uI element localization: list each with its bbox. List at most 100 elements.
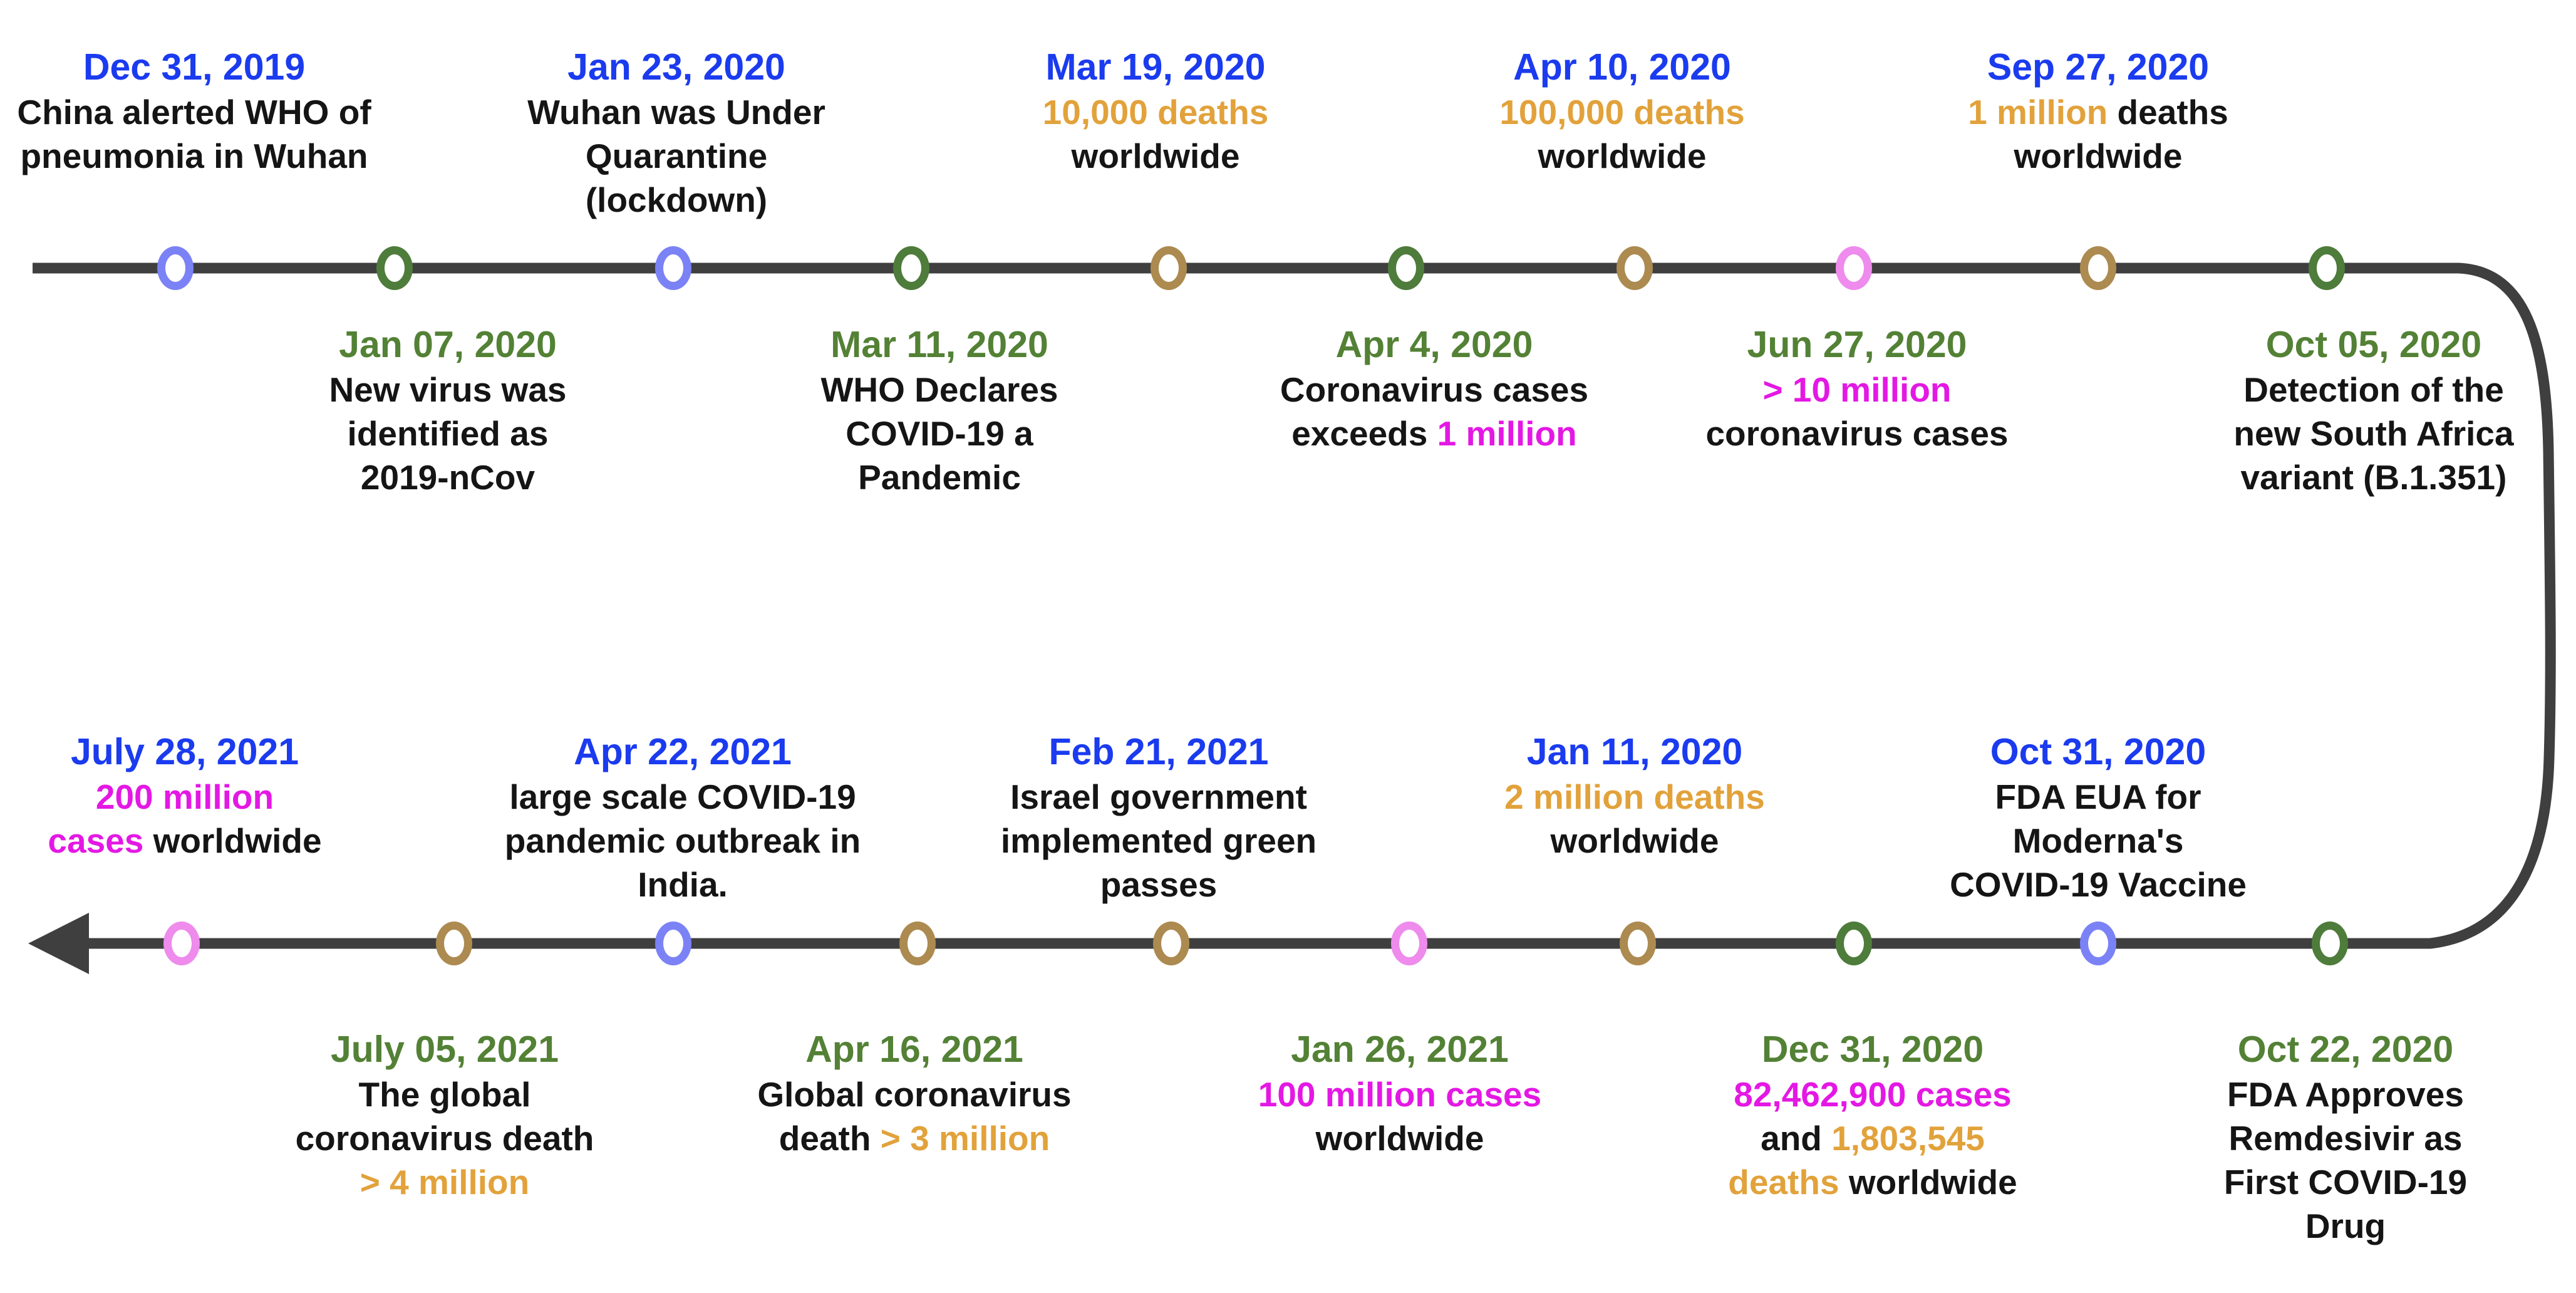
event-text-segment: Israel government — [1010, 777, 1307, 816]
timeline-node — [163, 922, 200, 965]
event-text-line: FDA Approves — [2133, 1072, 2558, 1116]
event-text-line: worldwide — [1187, 1116, 1613, 1160]
event-date: Jun 27, 2020 — [1747, 324, 1967, 365]
event-text-segment: 1 million — [1437, 414, 1577, 453]
event-text-segment: New virus was — [329, 370, 567, 409]
event-text-segment: worldwide — [2014, 137, 2183, 175]
event-text-line: China alerted WHO of — [0, 90, 407, 134]
event-text-line: 100 million cases — [1187, 1072, 1613, 1116]
event-text-line: Drug — [2133, 1204, 2558, 1248]
event-text-line: deaths worldwide — [1660, 1160, 2086, 1204]
event-text-segment: coronavirus cases — [1705, 414, 2009, 453]
event-date: Oct 22, 2020 — [2237, 1029, 2454, 1070]
event-text-segment: 10,000 deaths — [1042, 93, 1269, 132]
event-text-segment: (lockdown) — [585, 180, 768, 219]
event-text-line: 2019-nCov — [235, 455, 661, 499]
event-text-line: pandemic outbreak in — [470, 819, 896, 863]
event-text-segment: First COVID-19 — [2223, 1163, 2468, 1202]
event-text-line: new South Africa — [2161, 412, 2576, 455]
event-text-line: coronavirus cases — [1644, 412, 2070, 455]
event-text-segment: 100,000 deaths — [1499, 93, 1745, 132]
event-text-segment: worldwide — [1848, 1163, 2017, 1202]
event-date: Apr 10, 2020 — [1513, 46, 1731, 88]
event-date: Oct 31, 2020 — [1990, 731, 2206, 772]
event-text-line: The global — [232, 1072, 658, 1116]
event-text-segment: worldwide — [1071, 137, 1240, 175]
event-text-line: Wuhan was Under — [463, 90, 889, 134]
event-text-segment: coronavirus death — [295, 1119, 594, 1158]
event-text-line: Quarantine — [463, 134, 889, 178]
timeline-node — [2080, 246, 2116, 290]
event-text-segment: WHO Declares — [820, 370, 1058, 409]
event-text-line: coronavirus death — [232, 1116, 658, 1160]
event-text-segment: FDA Approves — [2227, 1075, 2464, 1114]
event-text-line: Remdesivir as — [2133, 1116, 2558, 1160]
event-text-segment: 82,462,900 cases — [1734, 1075, 2012, 1114]
event-text-line: death > 3 million — [701, 1116, 1127, 1160]
event-text-segment: 2019-nCov — [360, 458, 535, 497]
event-text-line: India. — [470, 863, 896, 906]
event-date: Jan 26, 2021 — [1291, 1029, 1509, 1070]
event-text-segment: new South Africa — [2233, 414, 2514, 453]
event-text-segment: > 4 million — [360, 1163, 530, 1202]
event-date: Mar 19, 2020 — [1045, 46, 1266, 88]
event-date: Mar 11, 2020 — [830, 324, 1048, 365]
event-text-line: Global coronavirus — [701, 1072, 1127, 1116]
event-text-segment: pneumonia in Wuhan — [20, 137, 368, 175]
timeline-node — [1616, 246, 1653, 290]
event-text-segment: large scale COVID-19 — [509, 777, 856, 816]
event-text-segment: variant (B.1.351) — [2240, 458, 2507, 497]
timeline-node — [1391, 922, 1427, 965]
event-text-line: pneumonia in Wuhan — [0, 134, 407, 178]
timeline-node — [2080, 922, 2116, 965]
event-text-line: COVID-19 Vaccine — [1885, 863, 2311, 906]
event-text-line: and 1,803,545 — [1660, 1116, 2086, 1160]
event-date: Apr 22, 2021 — [574, 731, 792, 772]
event-date: July 28, 2021 — [70, 731, 299, 772]
timeline-node — [1151, 246, 1187, 290]
event-text-line: worldwide — [1422, 819, 1848, 863]
event-text-segment: deaths — [2117, 93, 2228, 132]
event-text-segment: > 3 million — [880, 1119, 1050, 1158]
event-text-line: (lockdown) — [463, 178, 889, 222]
event-text-segment: Remdesivir as — [2228, 1119, 2463, 1158]
event-date: Dec 31, 2019 — [83, 46, 306, 88]
event-text-line: identified as — [235, 412, 661, 455]
event-text-line: 2 million deaths — [1422, 775, 1848, 819]
event-date: Dec 31, 2020 — [1761, 1029, 1984, 1070]
event-text-segment: Detection of the — [2243, 370, 2504, 409]
event-text-segment: Global coronavirus — [757, 1075, 1072, 1114]
event-text-line: 10,000 deaths — [943, 90, 1368, 134]
timeline-node — [899, 922, 936, 965]
event-date: Apr 16, 2021 — [805, 1029, 1023, 1070]
event-text-segment: worldwide — [1315, 1119, 1484, 1158]
event-text-line: exceeds 1 million — [1221, 412, 1647, 455]
event-text-segment: The global — [358, 1075, 531, 1114]
event-text-line: FDA EUA for — [1885, 775, 2311, 819]
event-text-line: > 4 million — [232, 1160, 658, 1204]
timeline-path — [33, 262, 2556, 949]
event-text-line: New virus was — [235, 368, 661, 412]
event-text-line: 82,462,900 cases — [1660, 1072, 2086, 1116]
event-text-segment: COVID-19 Vaccine — [1950, 865, 2247, 904]
event-text-line: Moderna's — [1885, 819, 2311, 863]
event-date: Apr 4, 2020 — [1335, 324, 1533, 365]
timeline-node — [1620, 922, 1656, 965]
timeline-node — [1153, 922, 1189, 965]
event-text-line: worldwide — [1885, 134, 2311, 178]
event-text-segment: China alerted WHO of — [17, 93, 371, 132]
